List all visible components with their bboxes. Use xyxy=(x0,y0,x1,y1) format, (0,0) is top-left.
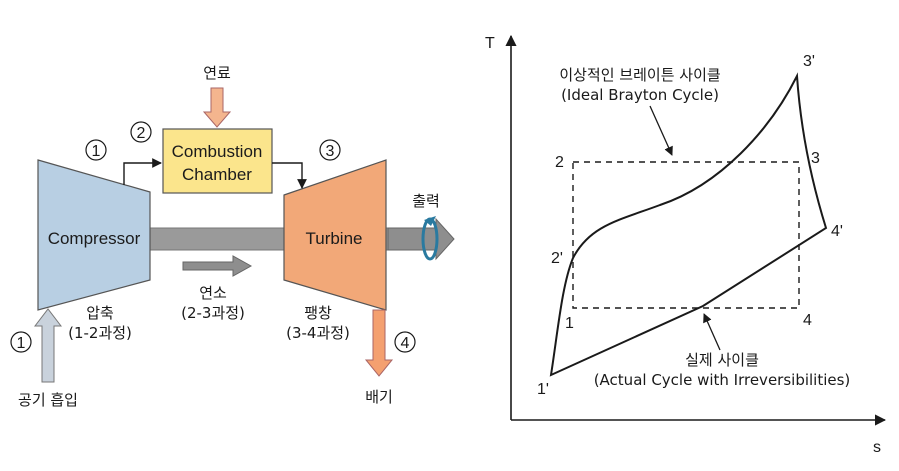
ideal-cycle-pointer xyxy=(649,105,673,156)
turbine xyxy=(283,159,387,311)
ideal-cycle-label-2: (Ideal Brayton Cycle) xyxy=(561,86,719,104)
point-4: 4 xyxy=(803,312,812,329)
compression-label-2: (1-2과정) xyxy=(68,324,132,342)
state-marker-2: 2 xyxy=(130,121,152,143)
intake-label: 공기 흡입 xyxy=(18,391,78,409)
fuel-label: 연료 xyxy=(203,64,231,82)
point-2-prime: 2' xyxy=(551,250,563,267)
compressor xyxy=(37,159,151,311)
combustion-chamber xyxy=(162,128,273,194)
point-4-prime: 4' xyxy=(831,223,843,240)
compressor-label: Compressor xyxy=(48,229,141,248)
rotation-icon xyxy=(421,216,439,261)
combustion-chamber-label-2: Chamber xyxy=(182,165,252,184)
x-axis-label: s xyxy=(873,439,881,456)
actual-cycle-label-2: (Actual Cycle with Irreversibilities) xyxy=(594,371,851,389)
y-axis-label: T xyxy=(485,35,495,52)
exhaust-label: 배기 xyxy=(365,388,393,406)
svg-text:4: 4 xyxy=(401,335,410,352)
svg-text:2: 2 xyxy=(137,125,146,142)
actual-cycle-pointer xyxy=(703,313,721,351)
ideal-cycle-rect xyxy=(572,161,800,309)
svg-text:1: 1 xyxy=(92,143,101,160)
flow-line-chamber-to-turbine xyxy=(272,162,307,189)
point-1-prime: 1' xyxy=(537,381,549,398)
output-shaft-arrow xyxy=(387,217,455,261)
combustion-label-2: (2-3과정) xyxy=(181,304,245,322)
flow-line-compressor-to-chamber xyxy=(123,158,162,185)
intake-arrow xyxy=(33,308,63,383)
point-1: 1 xyxy=(565,315,574,332)
state-marker-3: 3 xyxy=(319,139,341,161)
exhaust-arrow xyxy=(364,309,394,377)
output-label: 출력 xyxy=(412,192,440,210)
turbine-label: Turbine xyxy=(305,229,362,248)
state-marker-4: 4 xyxy=(394,331,416,353)
expansion-label-2: (3-4과정) xyxy=(286,324,350,342)
actual-cycle-curve xyxy=(549,72,828,377)
point-3-prime: 3' xyxy=(803,53,815,70)
ideal-cycle-label-1: 이상적인 브레이튼 사이클 xyxy=(559,66,720,84)
combustion-process-arrow xyxy=(182,255,253,277)
expansion-label-1: 팽창 xyxy=(304,304,332,322)
combustion-label-1: 연소 xyxy=(199,284,227,302)
state-marker-1-top: 1 xyxy=(85,139,107,161)
actual-cycle-label-1: 실제 사이클 xyxy=(685,351,759,369)
point-3: 3 xyxy=(811,150,820,167)
compression-label-1: 압축 xyxy=(86,304,114,322)
state-marker-1-bottom: 1 xyxy=(10,331,32,353)
point-2: 2 xyxy=(555,154,564,171)
fuel-arrow xyxy=(202,87,232,128)
svg-text:1: 1 xyxy=(17,335,26,352)
svg-text:3: 3 xyxy=(326,143,335,160)
combustion-chamber-label-1: Combustion xyxy=(172,142,263,161)
